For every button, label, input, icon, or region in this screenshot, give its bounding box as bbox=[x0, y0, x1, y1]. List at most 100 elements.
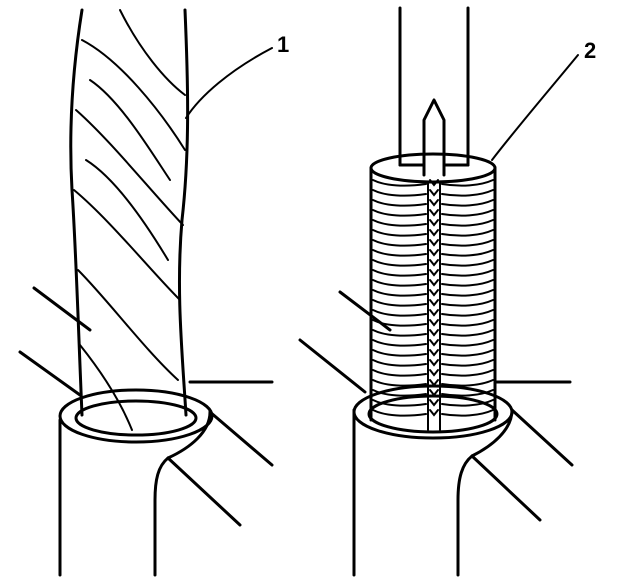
callout-1-label: 1 bbox=[277, 32, 289, 57]
thread-ridge bbox=[372, 339, 427, 347]
drill-flute bbox=[119, 9, 186, 96]
surface-edge-line bbox=[208, 410, 274, 467]
thread-ridge bbox=[441, 199, 494, 207]
surface-edge-line bbox=[510, 408, 574, 467]
hole-rim-outer bbox=[58, 388, 214, 444]
thread-ridge bbox=[441, 259, 494, 267]
thread-ridge bbox=[441, 379, 494, 387]
thread-ridge bbox=[441, 189, 494, 197]
surface-edge-line bbox=[18, 350, 82, 397]
thread-ridge bbox=[372, 189, 427, 197]
thread-ridge bbox=[441, 389, 494, 397]
thread-tooth bbox=[429, 399, 439, 407]
thread-ridge bbox=[372, 379, 427, 387]
surface-edge-line bbox=[470, 454, 542, 522]
thread-ridge bbox=[372, 259, 427, 267]
thread-tooth bbox=[429, 259, 439, 267]
thread-ridge bbox=[441, 279, 494, 287]
thread-ridge bbox=[372, 229, 427, 237]
thread-tooth bbox=[429, 249, 439, 257]
callout-2-label: 2 bbox=[584, 38, 596, 63]
thread-ridge bbox=[441, 399, 494, 407]
thread-ridge bbox=[372, 409, 427, 417]
thread-ridge bbox=[372, 389, 427, 397]
thread-tooth bbox=[429, 329, 439, 337]
thread-tooth bbox=[429, 369, 439, 377]
thread-ridge bbox=[441, 249, 494, 257]
thread-ridge bbox=[441, 329, 494, 337]
thread-tooth bbox=[429, 229, 439, 237]
thread-tooth bbox=[429, 389, 439, 397]
thread-ridge bbox=[372, 369, 427, 377]
thread-tooth bbox=[429, 179, 439, 187]
surface-edge-line bbox=[32, 286, 92, 332]
thread-tooth bbox=[429, 239, 439, 247]
thread-tooth bbox=[429, 349, 439, 357]
thread-tooth bbox=[429, 359, 439, 367]
thread-ridge bbox=[372, 319, 427, 327]
hole-rim-inner bbox=[74, 399, 198, 437]
callout-2-leader bbox=[491, 54, 579, 161]
thread-ridge bbox=[441, 309, 494, 317]
thread-ridge bbox=[372, 299, 427, 307]
thread-tooth bbox=[429, 299, 439, 307]
drill-flute bbox=[81, 39, 186, 151]
thread-tooth bbox=[429, 209, 439, 217]
surface-edge-line bbox=[166, 456, 242, 527]
thread-tooth bbox=[429, 309, 439, 317]
thread-ridge bbox=[441, 319, 494, 327]
drill-flute bbox=[85, 159, 169, 261]
thread-ridge bbox=[372, 209, 427, 217]
thread-ridge bbox=[372, 399, 427, 407]
thread-ridge bbox=[441, 209, 494, 217]
drill-flute bbox=[77, 269, 179, 381]
tap-flute-groove bbox=[427, 181, 441, 431]
drill-flute bbox=[79, 344, 133, 431]
thread-tooth bbox=[429, 319, 439, 327]
thread-ridge bbox=[372, 359, 427, 367]
thread-ridge bbox=[441, 289, 494, 297]
tap-threads bbox=[372, 179, 494, 417]
thread-ridge bbox=[372, 349, 427, 357]
thread-tooth bbox=[429, 409, 439, 417]
thread-ridge bbox=[372, 249, 427, 257]
thread-tooth bbox=[429, 339, 439, 347]
thread-ridge bbox=[441, 409, 494, 417]
surface-edge-line bbox=[298, 338, 367, 394]
thread-ridge bbox=[441, 219, 494, 227]
thread-ridge bbox=[441, 229, 494, 237]
thread-tooth bbox=[429, 379, 439, 387]
thread-ridge bbox=[372, 309, 427, 317]
thread-ridge bbox=[441, 369, 494, 377]
thread-tooth bbox=[429, 189, 439, 197]
tap-illustration bbox=[298, 6, 579, 577]
thread-tooth bbox=[429, 219, 439, 227]
thread-ridge bbox=[372, 289, 427, 297]
thread-ridge bbox=[372, 279, 427, 287]
hole-rim-inner bbox=[367, 394, 499, 434]
thread-ridge bbox=[372, 269, 427, 277]
thread-ridge bbox=[372, 329, 427, 337]
drill-bit-edge bbox=[177, 8, 190, 417]
thread-ridge bbox=[441, 299, 494, 307]
drill-bit-edge bbox=[69, 8, 84, 417]
thread-tooth bbox=[429, 199, 439, 207]
thread-ridge bbox=[441, 359, 494, 367]
thread-ridge bbox=[441, 349, 494, 357]
thread-ridge bbox=[441, 339, 494, 347]
thread-ridge bbox=[372, 179, 427, 187]
thread-ridge bbox=[372, 239, 427, 247]
drill-flute bbox=[73, 189, 181, 301]
hole-rim-outer bbox=[352, 384, 514, 440]
thread-tooth bbox=[429, 269, 439, 277]
thread-ridge bbox=[441, 179, 494, 187]
thread-ridge bbox=[372, 219, 427, 227]
tap-flute-tip bbox=[422, 98, 446, 177]
thread-ridge bbox=[441, 269, 494, 277]
thread-ridge bbox=[441, 239, 494, 247]
drill-bit-illustration bbox=[18, 8, 274, 577]
drill-flute bbox=[89, 79, 171, 181]
callout-1-leader bbox=[185, 47, 273, 119]
